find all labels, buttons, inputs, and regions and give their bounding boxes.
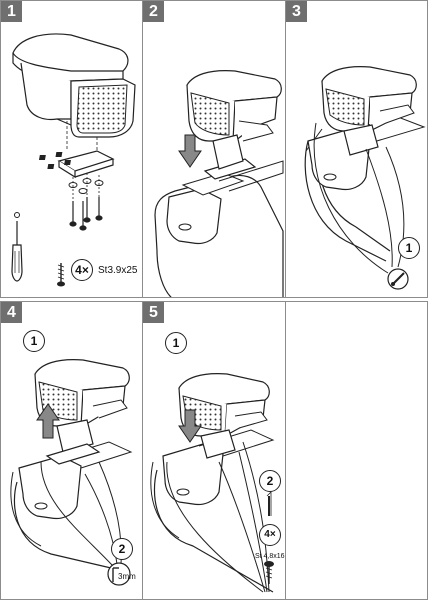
armrest-install-illustration xyxy=(154,70,284,297)
quantity-badge: 4× xyxy=(259,524,281,546)
screw-icon xyxy=(264,561,274,584)
step-1-panel: 1 xyxy=(0,0,143,298)
screwdriver-icon xyxy=(11,212,23,282)
step-2-panel: 2 xyxy=(142,0,286,298)
step-5-panel: 5 xyxy=(142,301,286,600)
step-4-panel: 4 xyxy=(0,301,143,600)
step-number-badge: 4 xyxy=(1,302,22,323)
sub-step-badge: 1 xyxy=(165,332,187,354)
drill-bit-icon xyxy=(266,491,272,516)
sub-step-badge: 2 xyxy=(259,470,281,492)
step-number-badge: 5 xyxy=(143,302,164,323)
armrest-lift-illustration xyxy=(10,359,133,586)
armrest-with-bracket-illustration xyxy=(11,33,136,287)
drill-size-label: 3mm xyxy=(118,572,136,581)
sub-step-badge: 1 xyxy=(23,330,45,352)
sub-step-badge: 2 xyxy=(111,538,133,560)
empty-panel xyxy=(285,301,428,600)
down-arrow-icon xyxy=(178,409,202,443)
quantity-badge: 4× xyxy=(71,259,93,281)
sub-step-badge: 1 xyxy=(398,237,420,259)
down-arrow-icon xyxy=(178,134,202,168)
screwdriver-icon xyxy=(391,272,405,286)
step-3-panel: 3 xyxy=(285,0,428,298)
up-arrow-icon xyxy=(36,403,60,439)
armrest-final-fixing-illustration xyxy=(150,373,275,593)
step-number-badge: 1 xyxy=(1,1,22,22)
screw-spec-label: St3.9x25 xyxy=(98,265,138,276)
screw-icon xyxy=(57,263,65,287)
armrest-positioning-illustration xyxy=(304,66,426,290)
drill-bit-icon xyxy=(112,567,119,582)
screw-spec-label: St 4,8x16 xyxy=(255,553,285,560)
step-number-badge: 3 xyxy=(286,1,307,22)
step-number-badge: 2 xyxy=(143,1,164,22)
